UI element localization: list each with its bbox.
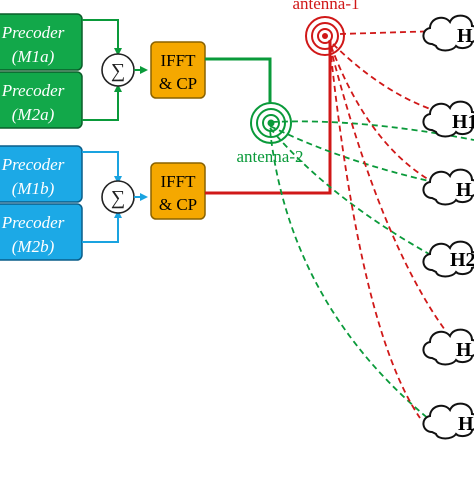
cloud-1-label: H	[457, 25, 473, 47]
connector-1a-summer	[82, 19, 122, 56]
ifft-b-line1: IFFT	[161, 172, 197, 191]
antenna-2-label: antenna-2	[236, 147, 303, 166]
cloud-3-label: H	[456, 179, 472, 201]
antenna-2-icon	[250, 102, 292, 144]
summer-b: ∑	[101, 180, 135, 214]
cloud-4-icon	[422, 240, 474, 278]
cloud-5-icon	[422, 328, 474, 366]
cloud-2: H1	[422, 100, 474, 138]
connector-2b-summer	[82, 210, 122, 243]
precoder-block-1b: Precoder (M1b)	[0, 145, 83, 203]
cloud-3-icon	[422, 168, 474, 206]
ifft-a-line1: IFFT	[161, 51, 197, 70]
path-ant2-cloud-4	[269, 127, 441, 261]
ifft-b-line2: & CP	[159, 195, 197, 214]
path-ant1-cloud-3	[330, 45, 441, 187]
cloud-4: H2	[422, 240, 474, 278]
precoder-2b-matrix: (M2b)	[12, 237, 55, 256]
connector-2a-summer	[82, 84, 122, 121]
ifft-a-line2: & CP	[159, 74, 197, 93]
cloud-5-label: H	[456, 339, 472, 361]
ifft-block-b: IFFT & CP	[150, 162, 206, 220]
cloud-5: H	[422, 328, 474, 366]
cloud-6: H	[422, 402, 474, 440]
cloud-2-icon	[422, 100, 474, 138]
connector-1b-summer	[82, 151, 122, 184]
path-ant1-cloud-6	[329, 45, 421, 419]
precoder-1a-title: Precoder	[1, 23, 65, 42]
summer-a-symbol: ∑	[111, 60, 125, 82]
cloud-6-label: H	[458, 413, 474, 435]
cloud-4-label: H2	[450, 249, 474, 271]
precoder-1b-title: Precoder	[1, 155, 65, 174]
summer-b-symbol: ∑	[111, 187, 125, 209]
cloud-3: H	[422, 168, 474, 206]
path-ant2-cloud-3	[269, 125, 474, 191]
feed-line-antenna-2	[205, 57, 272, 104]
cloud-1: H	[422, 14, 474, 52]
precoder-1a-matrix: (M1a)	[12, 47, 55, 66]
precoder-2a-title: Precoder	[1, 81, 65, 100]
summer-a: ∑	[101, 53, 135, 87]
cloud-6-icon	[422, 402, 474, 440]
precoder-block-2a: Precoder (M2a)	[0, 71, 83, 129]
cloud-1-icon	[422, 14, 474, 52]
precoder-1b-matrix: (M1b)	[12, 179, 55, 198]
precoder-block-2b: Precoder (M2b)	[0, 203, 83, 261]
path-ant1-cloud-5	[329, 45, 446, 331]
antenna-1-icon	[305, 16, 345, 56]
precoder-2a-matrix: (M2a)	[12, 105, 55, 124]
antenna-1-label: antenna-1	[292, 0, 359, 13]
path-ant2-cloud-6	[269, 129, 441, 429]
ifft-block-a: IFFT & CP	[150, 41, 206, 99]
precoder-block-1a: Precoder (M1a)	[0, 13, 83, 71]
precoder-2b-title: Precoder	[1, 213, 65, 232]
cloud-2-label: H1	[452, 111, 474, 133]
feed-line-antenna-1	[205, 40, 332, 195]
